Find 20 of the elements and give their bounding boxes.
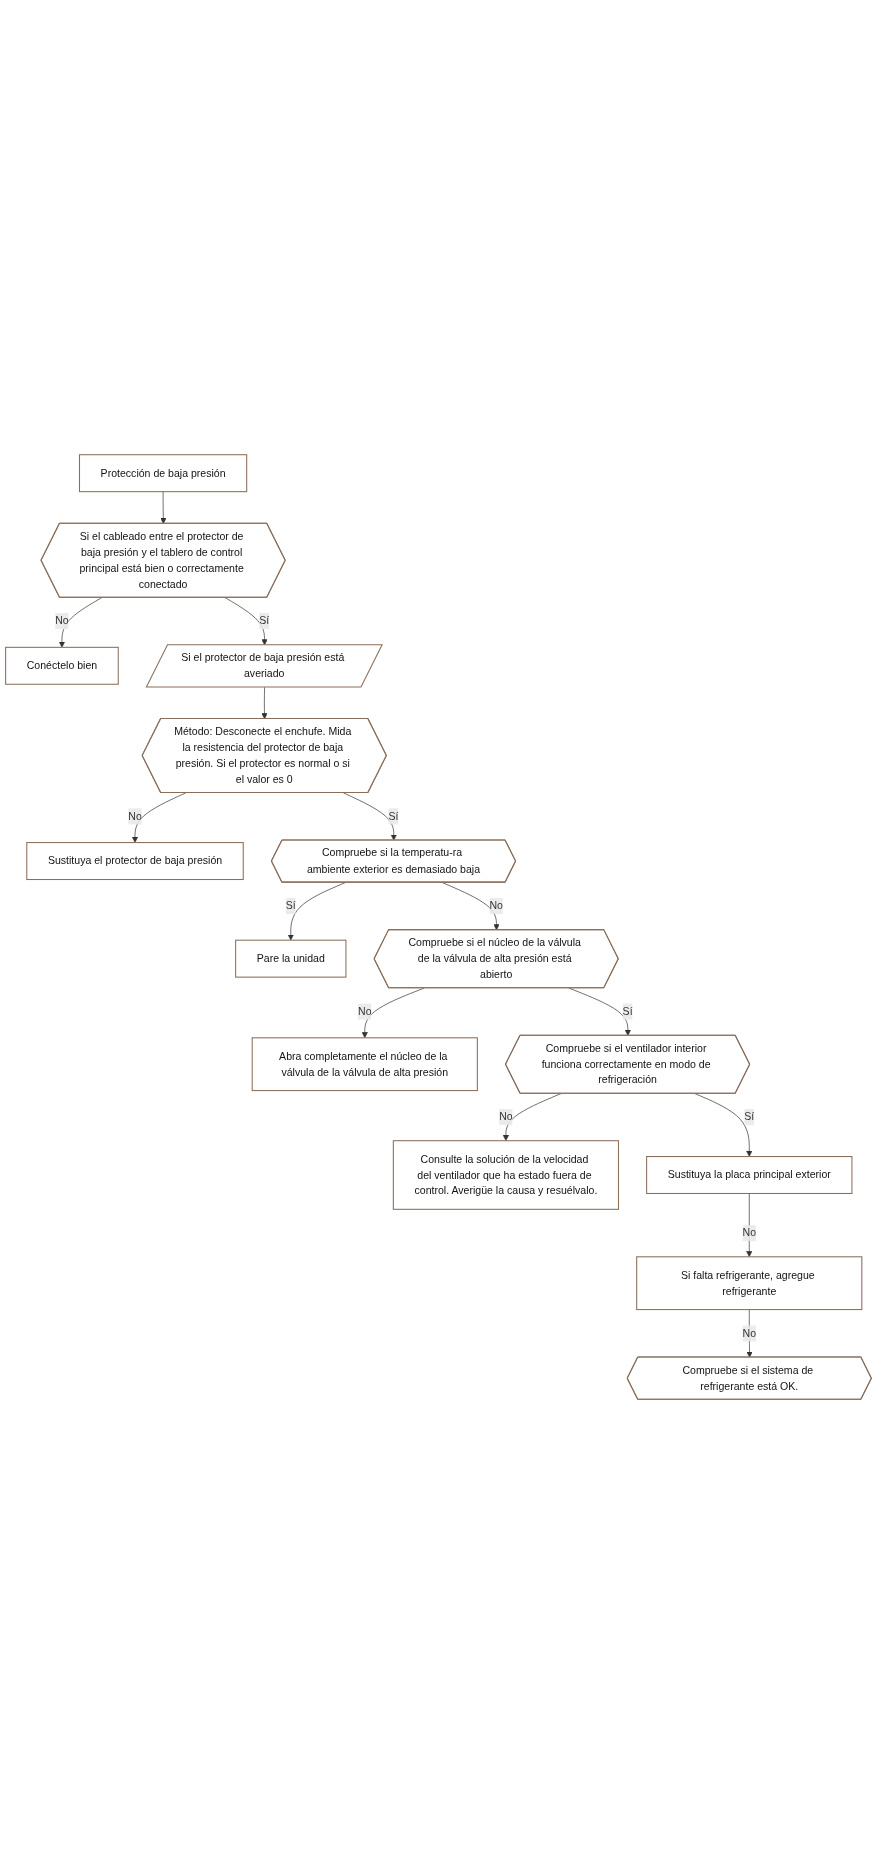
edge-label: No: [742, 1226, 757, 1239]
node-box: Sustituya la placa principal exterior: [646, 1156, 853, 1194]
edge-label: No: [128, 809, 142, 822]
edge-label: No: [499, 1110, 513, 1123]
edge-label: No: [358, 1004, 372, 1017]
node-box: Conéctelo bien: [5, 646, 119, 685]
edge-label: Sí: [622, 1004, 633, 1017]
node-box: Protección de baja presión: [78, 454, 248, 493]
edge-label: Sí: [285, 899, 296, 912]
edge-label: Sí: [744, 1110, 755, 1123]
node-box: Pare la unidad: [235, 939, 347, 978]
node-box: Si falta refrigerante, agregue refrigerante: [636, 1256, 863, 1311]
edge-label: Sí: [259, 614, 270, 627]
node-box: Consulte la solución de la velocidad del ventilador que ha estado fuera de control. Averigüe la causa y resuélvalo.: [392, 1140, 619, 1210]
edge-label: No: [489, 899, 503, 912]
node-box: Sustituya el protector de baja presión: [26, 842, 244, 881]
edge-label: No: [55, 614, 69, 627]
edge-label: No: [742, 1326, 757, 1339]
node-box: Abra completamente el núcleo de la válvula de la válvula de alta presión: [251, 1037, 478, 1092]
edge-label: Sí: [388, 809, 399, 822]
